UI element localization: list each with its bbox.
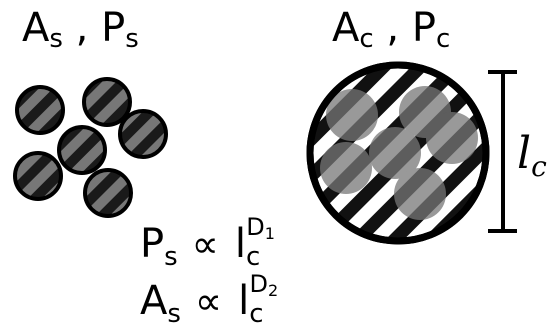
- equation-exponent: D2: [250, 272, 279, 299]
- small-particle: [59, 127, 105, 173]
- length-symbol: l: [517, 128, 531, 179]
- exponent-subscript: 1: [265, 224, 275, 243]
- length-label: lc: [517, 132, 547, 181]
- small-particles-group: [15, 79, 166, 216]
- equation-lhs: A: [140, 278, 167, 324]
- small-particle: [120, 111, 166, 157]
- proportional-symbol: ∝: [195, 282, 222, 320]
- small-particle: [17, 87, 63, 133]
- proportional-symbol: ∝: [192, 225, 219, 263]
- equation-rhs-subscript: c: [249, 299, 263, 329]
- small-particle: [15, 153, 61, 199]
- exponent-base: D: [246, 213, 264, 241]
- exponent-base: D: [250, 270, 268, 298]
- exponent-subscript: 2: [268, 281, 278, 300]
- equation-lhs: P: [140, 221, 164, 267]
- area-scaling-equation: As∝lcD2: [140, 281, 278, 327]
- equation-rhs: l: [235, 221, 246, 267]
- perimeter-scaling-equation: Ps∝lcD1: [140, 224, 275, 270]
- equation-rhs: l: [238, 278, 249, 324]
- equation-lhs-subscript: s: [164, 242, 178, 272]
- small-particle: [85, 170, 131, 216]
- equation-rhs-subscript: c: [246, 242, 260, 272]
- inner-particle: [394, 168, 446, 220]
- equation-lhs-subscript: s: [167, 299, 181, 329]
- inner-particle: [320, 142, 372, 194]
- length-scale-bar: [490, 72, 515, 231]
- cluster-group: [310, 65, 486, 241]
- equation-exponent: D1: [246, 215, 275, 242]
- length-subscript: c: [531, 150, 547, 183]
- small-particle: [84, 79, 130, 125]
- inner-particle: [426, 112, 478, 164]
